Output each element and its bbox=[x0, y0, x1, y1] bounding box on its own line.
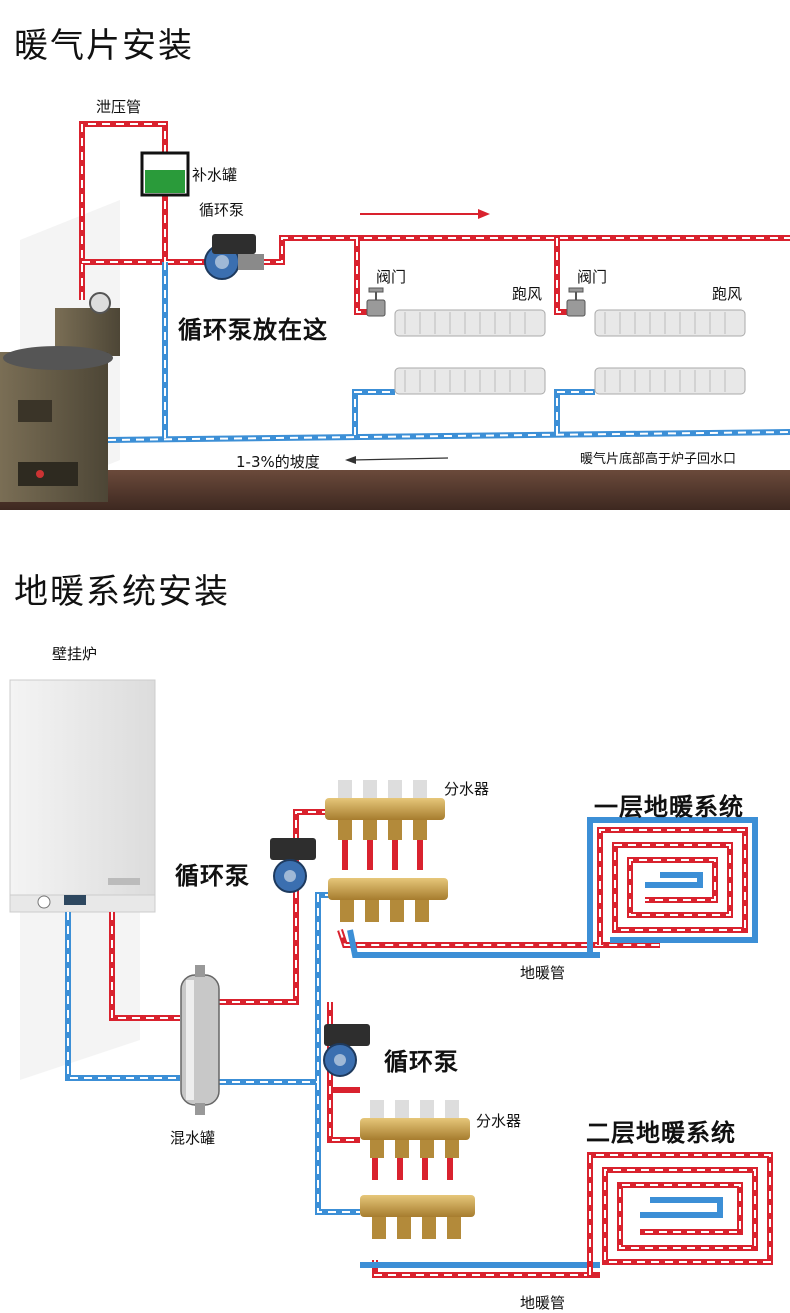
slope-label: 1-3%的坡度 bbox=[236, 453, 320, 471]
floor-system-2-label: 二层地暖系统 bbox=[586, 1119, 736, 1147]
wall-boiler bbox=[9, 679, 156, 913]
return-pipes-2 bbox=[65, 892, 600, 1268]
floor-coil-2-dash bbox=[589, 1154, 771, 1275]
makeup-tank-label: 补水罐 bbox=[192, 166, 238, 184]
mixing-tank-label: 混水罐 bbox=[170, 1129, 216, 1147]
valve-icon-2 bbox=[566, 287, 586, 317]
manifold-return-1 bbox=[328, 878, 448, 922]
ground-strip bbox=[0, 470, 790, 510]
valve-label-1: 阀门 bbox=[376, 268, 407, 286]
radiator-1 bbox=[394, 309, 546, 395]
vent-label-2: 跑风 bbox=[712, 285, 743, 303]
floor-pipe-label-1: 地暖管 bbox=[520, 964, 566, 982]
mixing-tank bbox=[180, 965, 220, 1115]
valve-label-2: 阀门 bbox=[577, 268, 608, 286]
floor-heating-section-title: 地暖系统安装 bbox=[14, 572, 230, 612]
makeup-tank bbox=[140, 151, 190, 197]
radiator-section-title: 暖气片安装 bbox=[14, 26, 194, 66]
flow-arrow bbox=[360, 209, 490, 219]
pump-icon-3 bbox=[323, 1024, 370, 1077]
manifold-label-1: 分水器 bbox=[444, 780, 490, 798]
pump-placement-label: 循环泵放在这 bbox=[178, 316, 328, 344]
floor-system-1-label: 一层地暖系统 bbox=[594, 793, 744, 821]
pump-icon-1 bbox=[204, 234, 264, 280]
pump-label-3: 循环泵 bbox=[384, 1048, 459, 1076]
return-pipes-1 bbox=[107, 262, 790, 443]
radiator-2 bbox=[594, 309, 746, 395]
slope-arrow bbox=[345, 456, 449, 464]
manifold-supply-1 bbox=[325, 780, 445, 840]
floor-coil-1-dash bbox=[599, 829, 746, 945]
manifold-label-2: 分水器 bbox=[476, 1112, 522, 1130]
radiator-height-note: 暖气片底部高于炉子回水口 bbox=[580, 452, 737, 467]
floor-pipe-label-2: 地暖管 bbox=[520, 1294, 566, 1312]
manifold-return-2 bbox=[360, 1195, 475, 1239]
pump-label-2: 循环泵 bbox=[175, 862, 250, 890]
floor-coil-2 bbox=[587, 1152, 773, 1278]
vent-label-1: 跑风 bbox=[512, 285, 543, 303]
manifold-supply-2 bbox=[360, 1100, 470, 1158]
relief-pipe-label: 泄压管 bbox=[96, 98, 142, 116]
boiler-label: 壁挂炉 bbox=[52, 645, 98, 663]
pump-label-1: 循环泵 bbox=[199, 201, 245, 219]
stove-boiler bbox=[0, 292, 120, 502]
pump-icon-2 bbox=[270, 838, 316, 893]
valve-icon-1 bbox=[366, 287, 386, 317]
